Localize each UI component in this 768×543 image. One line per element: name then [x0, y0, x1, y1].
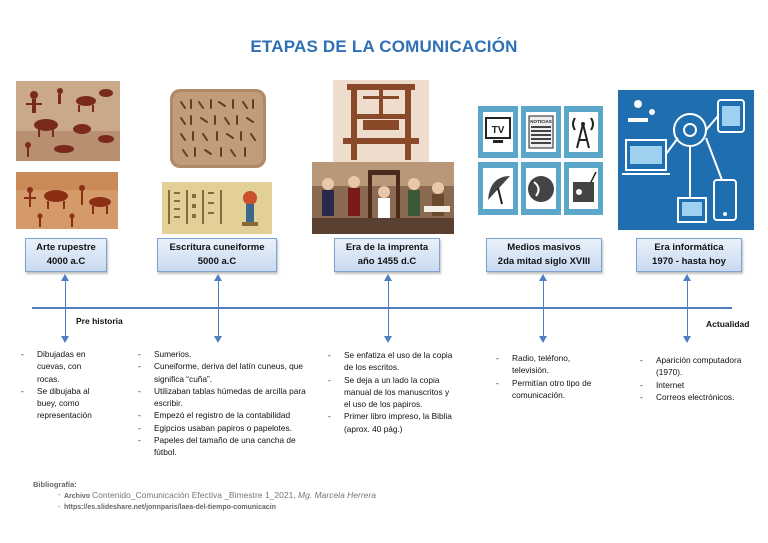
list-item: Permitían otro tipo de comunicación.	[496, 377, 606, 402]
bibliography-link[interactable]: https://es.slideshare.net/jonnparis/laea…	[64, 504, 276, 511]
arrow-up-4	[539, 274, 547, 281]
arrow-up-3	[384, 274, 392, 281]
list-item: Dibujadas en cuevas, con rocas.	[21, 348, 103, 385]
list-item: Se enfatiza el uso de la copia de los es…	[328, 349, 456, 374]
list-item: Cuneiforme, deriva del latín cuneus, que…	[138, 360, 312, 385]
stage-date: 1970 - hasta hoy	[652, 256, 726, 267]
cuneiform-tablet-image	[167, 86, 269, 171]
list-item: Aparición computadora (1970).	[640, 354, 752, 379]
stage-date: 5000 a.C	[197, 256, 237, 267]
printing-workshop-image	[312, 162, 454, 234]
stage-box-era-informatica: Era informática 1970 - hasta hoy	[636, 238, 742, 272]
tv-icon: TV	[492, 125, 505, 136]
stage-points-arte-rupestre: Dibujadas en cuevas, con rocas. Se dibuj…	[21, 348, 103, 422]
list-item: Se dibujaba al buey, como representación	[21, 385, 103, 422]
timeline-axis	[32, 307, 732, 309]
stage-box-era-imprenta: Era de la imprenta año 1455 d.C	[334, 238, 440, 272]
bibliography-prefix: Archivo	[64, 493, 93, 500]
stage-points-escritura-cuneiforme: Sumerios. Cuneiforme, deriva del latín c…	[138, 348, 312, 459]
arrow-down-2	[214, 336, 222, 343]
stage-points-medios-masivos: Radio, teléfono, televisión. Permitían o…	[496, 352, 606, 401]
arrow-down-5	[683, 336, 691, 343]
arrow-up-5	[683, 274, 691, 281]
list-item: Correos electrónicos.	[640, 391, 752, 404]
mass-media-icons-image: TV NOTICIAS	[476, 104, 605, 217]
stage-name: Medios masivos	[507, 242, 581, 253]
list-item: Radio, teléfono, televisión.	[496, 352, 606, 377]
list-item: Se deja a un lado la copia manual de los…	[328, 374, 456, 411]
list-item: Utilizaban tablas húmedas de arcilla par…	[138, 385, 312, 410]
bibliography-text: Contenido_Comunicación Efectiva _Bimestr…	[92, 490, 299, 500]
papyrus-image	[162, 182, 272, 234]
list-item: Sumerios.	[138, 348, 312, 361]
stage-date: año 1455 d.C	[357, 256, 417, 267]
page-title: ETAPAS DE LA COMUNICACIÓN	[250, 37, 518, 56]
stage-name: Era de la imprenta	[345, 242, 429, 253]
newspaper-icon: NOTICIAS	[530, 119, 552, 124]
axis-left-label: Pre historia	[76, 316, 123, 326]
arrow-down-3	[384, 336, 392, 343]
bibliography-entry-1: - Archivo Contenido_Comunicación Efectiv…	[58, 490, 376, 500]
connector-2	[217, 280, 219, 336]
stage-box-medios-masivos: Medios masivos 2da mitad siglo XVIII	[486, 238, 602, 272]
connector-3	[387, 280, 389, 336]
stage-name: Arte rupestre	[36, 242, 96, 253]
cave-painting-image-2	[16, 172, 118, 229]
stage-points-era-imprenta: Se enfatiza el uso de la copia de los es…	[328, 349, 456, 435]
list-item: Papeles del tamaño de una cancha de fútb…	[138, 434, 312, 459]
stage-points-era-informatica: Aparición computadora (1970). Internet C…	[640, 354, 752, 403]
connector-4	[542, 280, 544, 336]
stage-box-arte-rupestre: Arte rupestre 4000 a.C	[25, 238, 107, 272]
computer-era-image	[618, 90, 754, 230]
stage-date: 4000 a.C	[46, 256, 86, 267]
stage-name: Escritura cuneiforme	[169, 242, 265, 253]
printing-press-image	[333, 80, 429, 164]
arrow-down-1	[61, 336, 69, 343]
stage-box-escritura-cuneiforme: Escritura cuneiforme 5000 a.C	[157, 238, 277, 272]
bibliography-label: Bibliografía:	[33, 480, 77, 489]
list-item: Primer libro impreso, la Biblia (aprox. …	[328, 410, 456, 435]
list-item: Empezó el registro de la contabilidad	[138, 409, 312, 422]
connector-5	[686, 280, 688, 336]
cave-painting-image-1	[16, 81, 120, 161]
stage-name: Era informática	[654, 242, 724, 253]
arrow-up-2	[214, 274, 222, 281]
arrow-up-1	[61, 274, 69, 281]
bibliography-author: Mg. Marcela Herrera	[298, 490, 376, 500]
arrow-down-4	[539, 336, 547, 343]
list-item: Egipcios usaban papiros o papelotes.	[138, 422, 312, 435]
stage-date: 2da mitad siglo XVIII	[497, 256, 591, 267]
connector-1	[64, 280, 66, 336]
list-item: Internet	[640, 379, 752, 392]
axis-right-label: Actualidad	[706, 319, 750, 329]
bibliography-entry-2: - https://es.slideshare.net/jonnparis/la…	[58, 502, 276, 511]
